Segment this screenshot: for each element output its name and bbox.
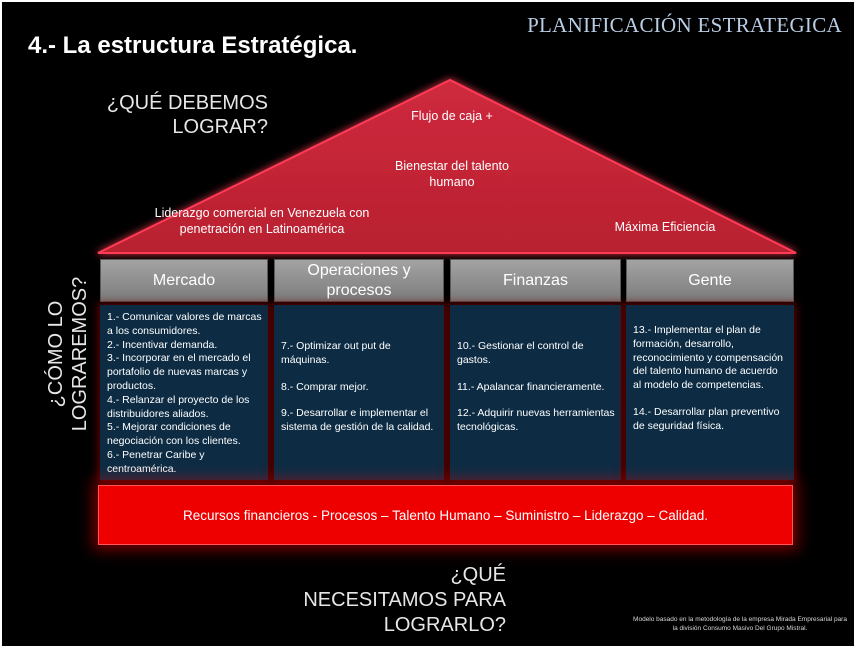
objective-item: 7.- Optimizar out put de máquinas. (281, 340, 391, 366)
pillar-header-operaciones: Operaciones y procesos (274, 259, 444, 302)
question-side: ¿CÓMO LO LOGRAREMOS? (45, 276, 91, 432)
goal-commercial-leadership: Liderazgo comercial en Venezuela con pen… (154, 206, 370, 236)
objective-item: 6.- Penetrar Caribe y centroamérica. (107, 448, 205, 475)
roof-triangle (97, 78, 797, 254)
objective-item: 13.- Implementar el plan de formación, d… (633, 324, 783, 392)
pillar-body-gente: 13.- Implementar el plan de formación, d… (626, 305, 794, 480)
objective-item: 10.- Gestionar el control de gastos. (457, 340, 584, 366)
objective-item: 8.- Comprar mejor. (281, 380, 369, 393)
objective-item: 1.- Comunicar valores de marcas a los co… (107, 311, 262, 337)
pillar-header-gente: Gente (626, 259, 794, 302)
objective-item: 3.- Incorporar en el mercado el portafol… (107, 352, 251, 392)
question-top: ¿QUÉ DEBEMOS LOGRAR? (106, 92, 268, 138)
pillar-body-mercado: 1.- Comunicar valores de marcas a los co… (100, 305, 268, 480)
footnote: Modelo basado en la metodología de la em… (633, 616, 847, 632)
page-title: 4.- La estructura Estratégica. (28, 32, 358, 59)
goal-talent-wellbeing: Bienestar del talento humano (395, 159, 509, 189)
pillar-body-finanzas: 10.- Gestionar el control de gastos. 11.… (450, 305, 621, 480)
roof-shape (97, 78, 797, 254)
objective-item: 2.- Incentivar demanda. (107, 338, 218, 351)
pillar-header-finanzas: Finanzas (450, 259, 621, 302)
objective-item: 12.- Adquirir nuevas herramientas tecnol… (457, 407, 615, 434)
foundation-bar: Recursos financieros - Procesos – Talent… (98, 485, 793, 545)
objective-item: 11.- Apalancar financieramente. (457, 380, 605, 393)
objective-item: 5.- Mejorar condiciones de negociación c… (107, 421, 241, 448)
objective-item: 4.- Relanzar el proyecto de los distribu… (107, 393, 250, 420)
objective-item: 14.- Desarrollar plan preventivo de segu… (633, 405, 780, 432)
brand-title: PLANIFICACIÓN ESTRATEGICA (527, 13, 842, 37)
goal-max-efficiency: Máxima Eficiencia (614, 220, 716, 234)
pillar-body-operaciones: 7.- Optimizar out put de máquinas. 8.- C… (274, 305, 444, 480)
question-bottom: ¿QUÉ NECESITAMOS PARA LOGRARLO? (303, 564, 506, 636)
goal-cash-flow: Flujo de caja + (411, 109, 493, 123)
objective-item: 9.- Desarrollar e implementar el sistema… (281, 407, 434, 434)
pillar-header-mercado: Mercado (100, 259, 268, 302)
